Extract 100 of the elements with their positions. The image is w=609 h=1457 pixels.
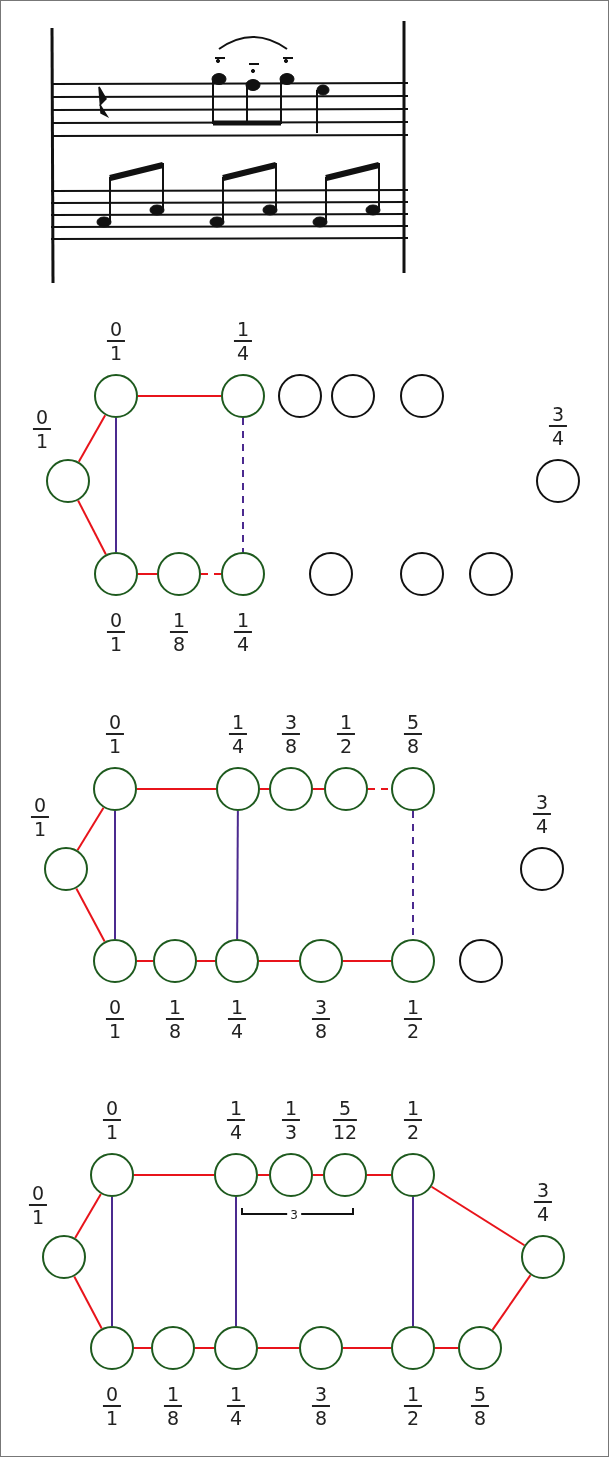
fraction-denominator: 2 — [405, 1121, 421, 1143]
connector-line — [258, 960, 300, 962]
circle-node — [469, 552, 513, 596]
fraction-denominator: 1 — [30, 1206, 46, 1228]
connector-line — [342, 960, 392, 962]
fraction-numerator: 5 — [403, 711, 423, 735]
fraction-numerator: 1 — [226, 1383, 246, 1407]
connector-line — [111, 1196, 113, 1327]
circle-node — [400, 374, 444, 418]
fraction-denominator: 1 — [34, 430, 50, 452]
fraction-numerator: 1 — [165, 996, 185, 1020]
circle-node — [221, 552, 265, 596]
connector-line — [236, 810, 239, 940]
connector-line — [430, 1185, 526, 1247]
circle-node — [157, 552, 201, 596]
fraction-denominator: 4 — [550, 427, 566, 449]
fraction-denominator: 2 — [338, 735, 354, 757]
fraction-denominator: 4 — [229, 1020, 245, 1042]
fraction-denominator: 1 — [32, 818, 48, 840]
fraction-denominator: 1 — [104, 1121, 120, 1143]
circle-node — [323, 1153, 367, 1197]
circle-node — [400, 552, 444, 596]
connector-line — [114, 810, 116, 940]
connector-line — [312, 788, 325, 790]
connector-line — [200, 573, 222, 575]
connector-line — [434, 1347, 459, 1349]
connector-line — [196, 960, 216, 962]
fraction-numerator: 3 — [281, 711, 301, 735]
circle-node — [520, 847, 564, 891]
fraction-denominator: 1 — [104, 1407, 120, 1429]
connector-line — [342, 1347, 392, 1349]
circle-node — [214, 1153, 258, 1197]
fraction-numerator: 0 — [102, 1383, 122, 1407]
fraction-numerator: 1 — [169, 609, 189, 633]
circle-node — [214, 1326, 258, 1370]
connector-line — [77, 499, 107, 556]
fraction-numerator: 1 — [403, 1383, 423, 1407]
fraction-denominator: 8 — [167, 1020, 183, 1042]
fraction-denominator: 4 — [228, 1121, 244, 1143]
connector-line — [257, 1174, 270, 1176]
fraction-numerator: 0 — [105, 996, 125, 1020]
fraction-denominator: 4 — [230, 735, 246, 757]
circle-node — [221, 374, 265, 418]
circle-node — [153, 939, 197, 983]
fraction-numerator: 5 — [470, 1383, 490, 1407]
circle-node — [331, 374, 375, 418]
circle-node — [93, 939, 137, 983]
fraction-denominator: 12 — [332, 1121, 358, 1143]
fraction-denominator: 8 — [171, 633, 187, 655]
fraction-numerator: 1 — [281, 1097, 301, 1121]
circle-node — [391, 1153, 435, 1197]
fraction-numerator: 1 — [403, 1097, 423, 1121]
fraction-denominator: 8 — [313, 1020, 329, 1042]
connector-line — [136, 960, 154, 962]
fraction-numerator: 3 — [532, 791, 552, 815]
circle-node — [521, 1235, 565, 1279]
circle-node — [536, 459, 580, 503]
fraction-denominator: 1 — [108, 633, 124, 655]
connector-line — [76, 806, 105, 852]
fraction-numerator: 1 — [163, 1383, 183, 1407]
fraction-numerator: 0 — [105, 711, 125, 735]
circle-node — [299, 1326, 343, 1370]
circle-node — [391, 767, 435, 811]
connector-line — [136, 788, 217, 790]
fraction-denominator: 2 — [405, 1020, 421, 1042]
fraction-numerator: 1 — [336, 711, 356, 735]
connector-line — [259, 788, 270, 790]
connector-line — [115, 417, 117, 553]
fraction-numerator: 1 — [227, 996, 247, 1020]
circle-node — [459, 939, 503, 983]
fraction-numerator: 3 — [533, 1179, 553, 1203]
connector-line — [194, 1347, 215, 1349]
circle-node — [46, 459, 90, 503]
fraction-numerator: 5 — [332, 1097, 358, 1121]
fraction-numerator: 3 — [311, 996, 331, 1020]
connector-line — [491, 1274, 532, 1331]
circle-node — [458, 1326, 502, 1370]
connector-line — [133, 1347, 152, 1349]
circle-node — [299, 939, 343, 983]
fraction-numerator: 0 — [106, 609, 126, 633]
fraction-numerator: 1 — [226, 1097, 246, 1121]
fraction-denominator: 1 — [108, 342, 124, 364]
fraction-denominator: 8 — [313, 1407, 329, 1429]
circle-node — [324, 767, 368, 811]
circle-node — [216, 767, 260, 811]
circle-node — [94, 374, 138, 418]
circle-node — [391, 939, 435, 983]
connector-line — [235, 1196, 237, 1327]
circle-node — [391, 1326, 435, 1370]
circle-node — [90, 1153, 134, 1197]
fraction-numerator: 1 — [233, 318, 253, 342]
connector-line — [137, 395, 222, 397]
connector-line — [74, 1193, 102, 1239]
connector-line — [242, 417, 244, 553]
fraction-denominator: 8 — [472, 1407, 488, 1429]
fraction-denominator: 4 — [235, 633, 251, 655]
circle-node — [309, 552, 353, 596]
fraction-numerator: 0 — [30, 794, 50, 818]
circle-node — [269, 767, 313, 811]
tuplet-number: 3 — [287, 1208, 301, 1222]
